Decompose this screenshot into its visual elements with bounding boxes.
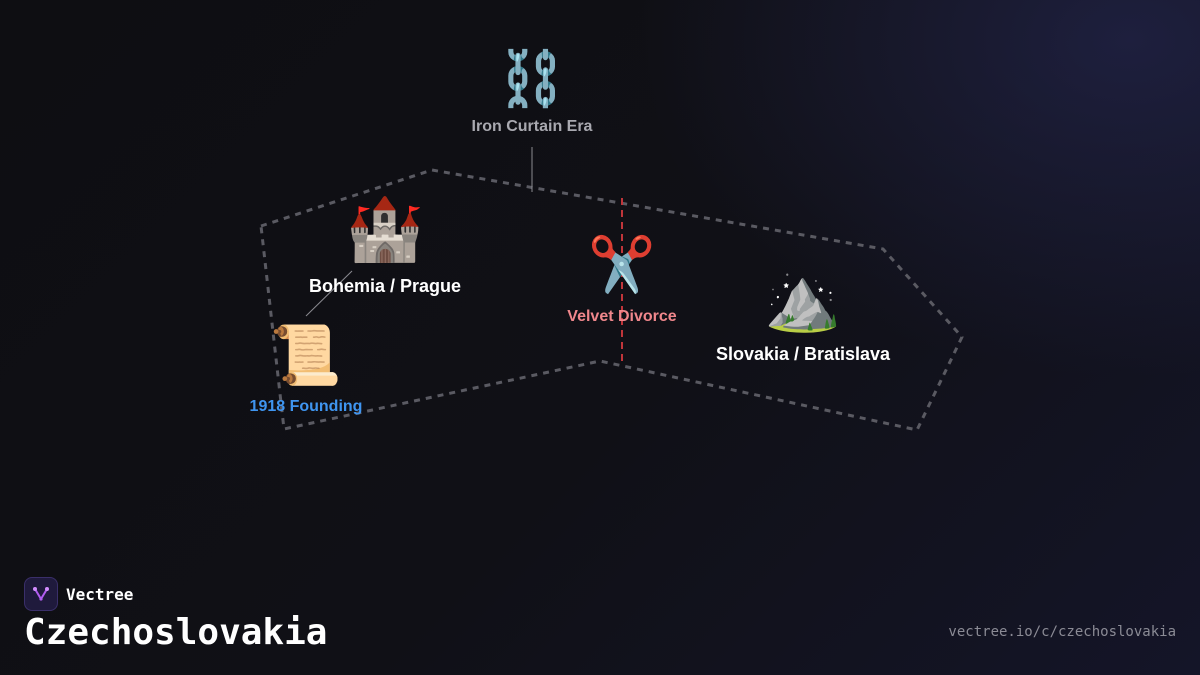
- country-outline: [259, 168, 964, 432]
- node-bohemia[interactable]: 🏰 Bohemia / Prague: [309, 198, 461, 297]
- castle-icon: 🏰: [346, 192, 424, 265]
- node-founding-1918[interactable]: 📜 1918 Founding: [250, 326, 363, 416]
- node-slovakia[interactable]: ⛰️ Slovakia / Bratislava: [716, 268, 890, 365]
- node-iron-curtain[interactable]: ⛓️ Iron Curtain Era: [472, 52, 593, 136]
- scroll-icon: 📜: [269, 321, 343, 389]
- page-title: Czechoslovakia: [24, 612, 328, 653]
- vectree-logo-icon: [24, 577, 58, 611]
- mountain-icon: ⛰️: [764, 262, 842, 335]
- node-label-iron-curtain: Iron Curtain Era: [471, 118, 593, 135]
- scissors-icon: ✂️: [588, 233, 656, 296]
- chains-icon: ⛓️: [498, 47, 566, 110]
- node-velvet-divorce[interactable]: ✂️ Velvet Divorce: [567, 238, 676, 326]
- brand-name: Vectree: [66, 584, 134, 604]
- node-label-slovakia: Slovakia / Bratislava: [715, 344, 891, 364]
- node-label-founding-1918: 1918 Founding: [249, 398, 363, 415]
- page-url[interactable]: vectree.io/c/czechoslovakia: [948, 624, 1176, 640]
- node-label-bohemia: Bohemia / Prague: [308, 276, 462, 296]
- brand[interactable]: Vectree: [24, 577, 133, 611]
- connector-bohemia-founding: [305, 270, 353, 317]
- node-label-velvet-divorce: Velvet Divorce: [567, 308, 677, 325]
